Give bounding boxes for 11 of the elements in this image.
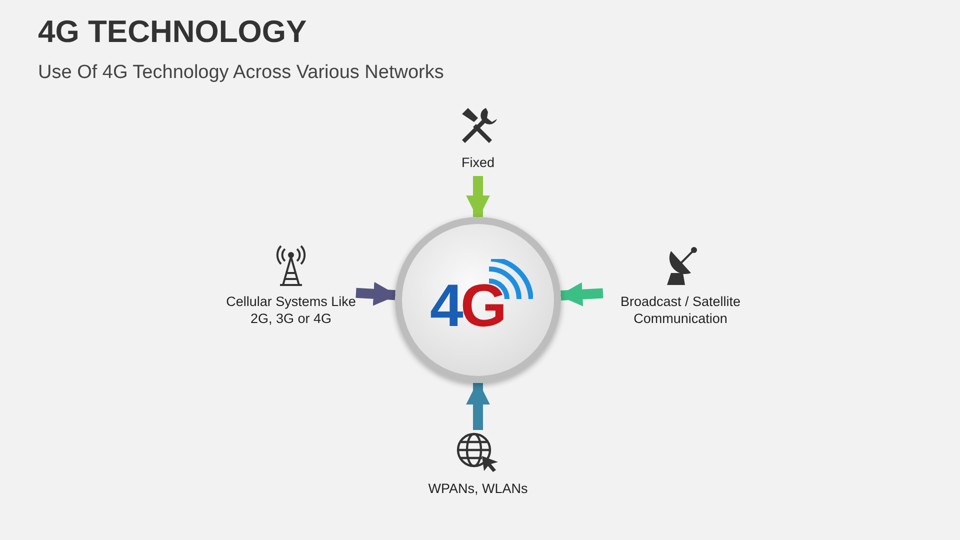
node-label: Fixed <box>461 154 494 171</box>
subtitle: Use Of 4G Technology Across Various Networks <box>38 62 444 84</box>
title: 4G TECHNOLOGY <box>38 14 307 50</box>
hub-label: 4G <box>430 276 504 336</box>
node-label: Cellular Systems Like 2G, 3G or 4G <box>226 293 356 327</box>
node-label: WPANs, WLANs <box>428 480 528 497</box>
arrow <box>466 176 490 220</box>
arrow <box>558 282 604 306</box>
arrow <box>356 282 398 306</box>
node-label: Broadcast / Satellite Communication <box>619 293 742 327</box>
arrow <box>466 380 490 430</box>
